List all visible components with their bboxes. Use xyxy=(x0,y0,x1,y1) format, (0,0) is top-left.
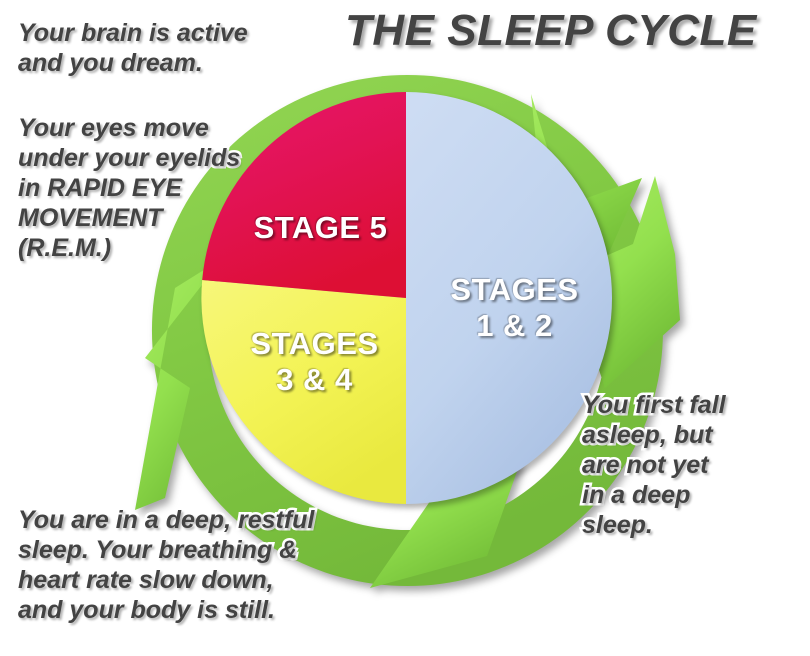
pie-label-stage-5: STAGE 5 xyxy=(253,210,388,245)
caption-rem-eye-movement: Your eyes move under your eyelids in RAP… xyxy=(15,112,242,265)
cycle-arrow-west xyxy=(135,258,223,510)
sleep-stage-pie-chart xyxy=(196,88,616,508)
pie-label-stages-1-2: STAGES 1 & 2 xyxy=(450,272,579,343)
caption-rem-dream: Your brain is active and you dream. xyxy=(16,17,251,80)
pie-slice-stages-3-4 xyxy=(201,280,406,504)
caption-deep-sleep: You are in a deep, restful sleep. Your b… xyxy=(15,504,316,627)
cycle-arrow-northeast xyxy=(487,94,642,280)
pie-slice-stages-1-2 xyxy=(406,92,612,504)
pie-label-stages-3-4: STAGES 3 & 4 xyxy=(250,326,379,397)
pie-slice-stage-5 xyxy=(202,92,406,298)
caption-light-sleep: You first fall asleep, but are not yet i… xyxy=(580,389,729,542)
page-title: THE SLEEP CYCLE xyxy=(343,4,759,58)
